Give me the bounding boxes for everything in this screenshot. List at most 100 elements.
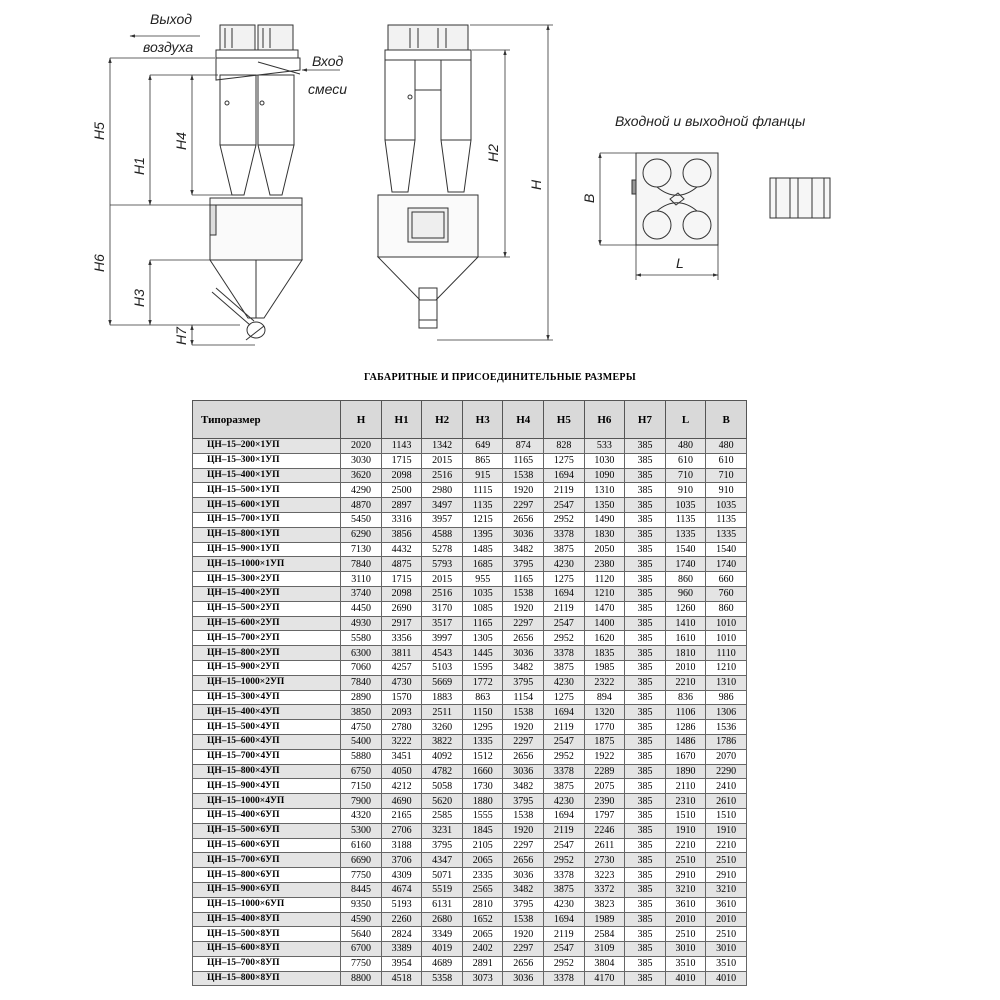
cell-value: 480 xyxy=(664,438,707,454)
cell-value: 2075 xyxy=(583,778,626,795)
cell-value: 1740 xyxy=(664,556,707,573)
cell-value: 385 xyxy=(624,497,666,513)
cell-value: 3510 xyxy=(664,955,707,972)
cell-value: 4689 xyxy=(421,955,463,972)
cell-value: 3036 xyxy=(502,763,545,780)
cell-value: 385 xyxy=(624,438,666,454)
cell-value: 2410 xyxy=(705,778,747,795)
cell-value: 1165 xyxy=(461,615,504,632)
cell-value: 1540 xyxy=(705,541,747,558)
cell-value: 2119 xyxy=(543,822,585,839)
cell-model: ЦН–15–400×1УП xyxy=(191,467,342,484)
cell-value: 1920 xyxy=(502,482,545,499)
cell-value: 1540 xyxy=(664,541,707,558)
cell-value: 2119 xyxy=(543,600,585,617)
cell-model: ЦН–15–1000×6УП xyxy=(191,896,342,913)
cell-value: 2119 xyxy=(543,926,585,943)
dim-h4-label: H4 xyxy=(173,132,189,150)
cell-value: 4230 xyxy=(543,896,585,913)
table-title: ГАБАРИТНЫЕ И ПРИСОЕДИНИТЕЛЬНЫЕ РАЗМЕРЫ xyxy=(364,372,636,383)
cell-value: 1538 xyxy=(502,911,545,928)
dim-h1-label: H1 xyxy=(131,157,147,175)
cell-value: 1770 xyxy=(583,719,626,735)
cell-value: 3954 xyxy=(380,955,423,972)
cell-value: 2015 xyxy=(421,452,463,469)
cell-value: 385 xyxy=(624,881,666,898)
cell-model: ЦН–15–400×6УП xyxy=(191,807,342,824)
cell-value: 1320 xyxy=(583,704,626,721)
cell-value: 385 xyxy=(624,556,666,573)
cell-value: 3482 xyxy=(502,541,545,558)
cyclone-technical-drawing: Выход воздуха Вход смеси H5 H1 H4 H6 H3 … xyxy=(91,11,831,346)
cell-value: 1538 xyxy=(502,807,545,824)
cell-value: 3804 xyxy=(583,955,626,972)
cell-value: 1510 xyxy=(705,807,747,824)
dim-h6-label: H6 xyxy=(91,254,107,272)
cell-value: 2952 xyxy=(543,852,585,869)
cell-value: 6700 xyxy=(340,941,382,957)
cell-value: 385 xyxy=(624,482,666,499)
cell-value: 1210 xyxy=(583,585,626,602)
cell-value: 2510 xyxy=(664,926,707,943)
cell-value: 1120 xyxy=(583,571,626,587)
cell-value: 1030 xyxy=(583,452,626,469)
cell-value: 1845 xyxy=(461,822,504,839)
dim-l-label: L xyxy=(676,255,684,271)
cell-value: 3856 xyxy=(380,526,423,543)
dim-h5-label: H5 xyxy=(91,122,107,140)
cell-value: 2335 xyxy=(461,867,504,883)
cell-value: 3795 xyxy=(502,793,545,809)
cell-model: ЦН–15–400×2УП xyxy=(191,585,342,602)
cell-value: 6300 xyxy=(340,645,382,661)
cell-value: 385 xyxy=(624,585,666,602)
cell-value: 1772 xyxy=(461,674,504,691)
cell-value: 2656 xyxy=(502,630,545,647)
cell-value: 385 xyxy=(624,615,666,632)
cell-value: 4432 xyxy=(380,541,423,558)
cell-value: 1305 xyxy=(461,630,504,647)
cell-value: 1810 xyxy=(664,645,707,661)
cell-value: 5300 xyxy=(340,822,382,839)
cell-model: ЦН–15–300×4УП xyxy=(191,689,342,706)
cell-value: 3451 xyxy=(380,748,423,765)
cell-value: 4690 xyxy=(380,793,423,809)
cell-value: 1260 xyxy=(664,600,707,617)
cell-value: 2010 xyxy=(664,911,707,928)
cell-value: 1595 xyxy=(461,659,504,676)
cell-value: 874 xyxy=(502,438,545,454)
cell-model: ЦН–15–500×4УП xyxy=(191,719,342,735)
cell-model: ЦН–15–600×4УП xyxy=(191,733,342,750)
cell-value: 1610 xyxy=(664,630,707,647)
cell-value: 1989 xyxy=(583,911,626,928)
cell-value: 2547 xyxy=(543,615,585,632)
cell-value: 3620 xyxy=(340,467,382,484)
cell-value: 2290 xyxy=(705,763,747,780)
cell-value: 1165 xyxy=(502,571,545,587)
cell-value: 1715 xyxy=(380,571,423,587)
cell-value: 2680 xyxy=(421,911,463,928)
cell-value: 385 xyxy=(624,645,666,661)
cell-value: 2093 xyxy=(380,704,423,721)
cell-value: 1920 xyxy=(502,719,545,735)
cell-value: 1295 xyxy=(461,719,504,735)
cell-value: 2952 xyxy=(543,511,585,528)
cell-value: 2510 xyxy=(705,926,747,943)
cell-value: 5278 xyxy=(421,541,463,558)
cell-value: 3610 xyxy=(664,896,707,913)
cell-value: 4750 xyxy=(340,719,382,735)
cell-value: 1786 xyxy=(705,733,747,750)
